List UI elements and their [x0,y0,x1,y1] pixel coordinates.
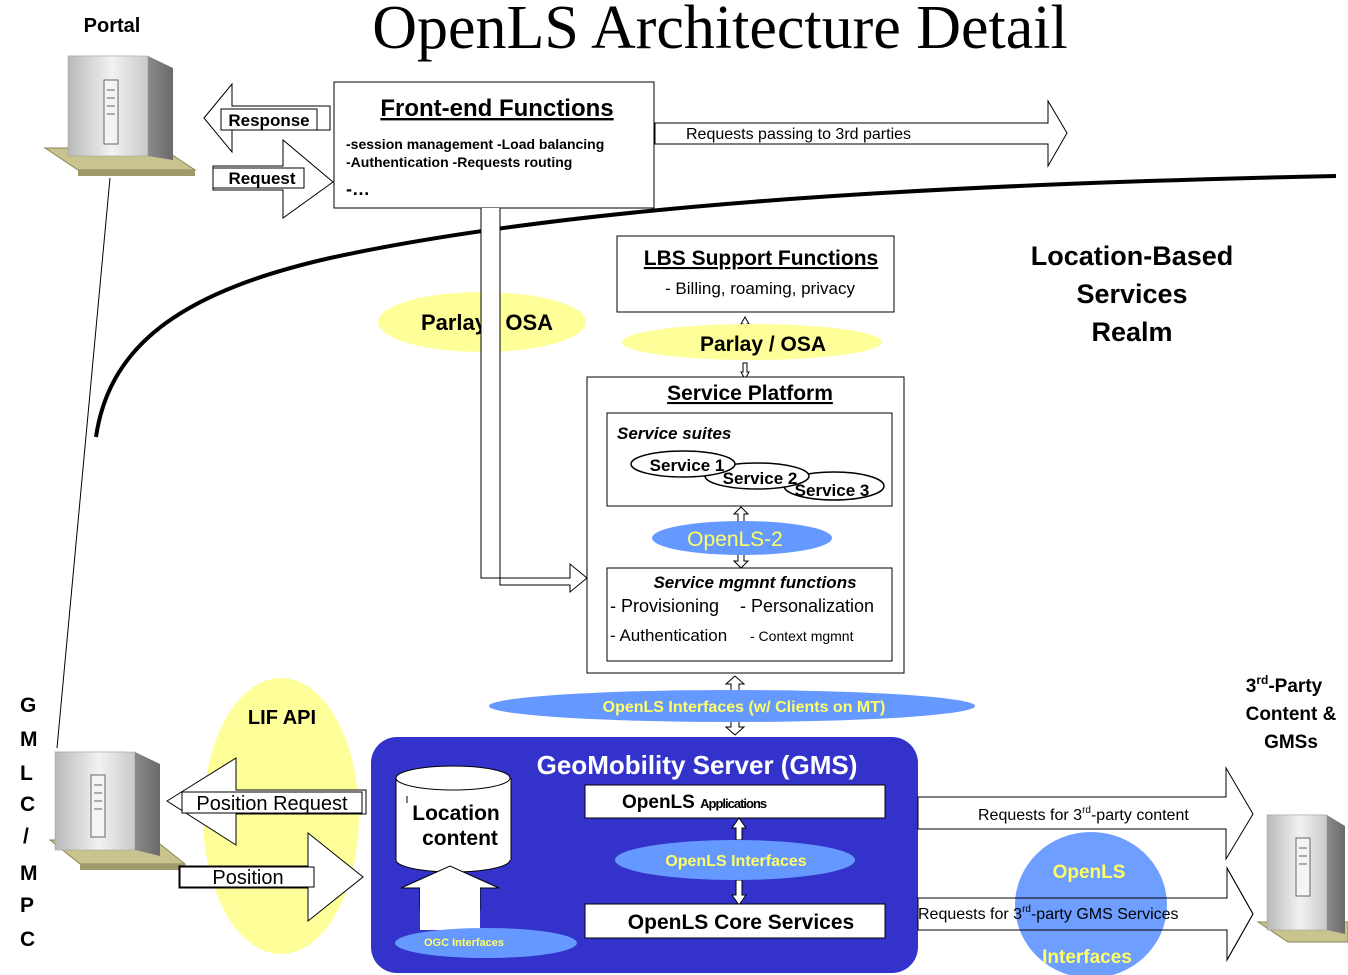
response-label: Response [228,111,309,130]
realm-boundary-curve [94,174,1337,438]
portal-server-icon [43,55,197,176]
service-mgmt-title: Service mgmnt functions [653,573,856,592]
realm-line2: Services [1076,279,1187,309]
position-request-label: Position Request [196,793,348,815]
parlay-osa-right-ellipse [622,324,882,360]
location-content-line1: Location [412,802,500,825]
service-1-ellipse [630,450,736,478]
gmlc-server-icon [48,751,187,870]
parlay-osa-right-label: Parlay / OSA [700,333,826,356]
service-2-label: Service 2 [723,469,798,488]
third-party-openls-top: OpenLS [1053,862,1126,883]
openls-interfaces-clients-ellipse [489,690,975,722]
service-mgmt-box: Service mgmnt functions - Provisioning -… [606,567,893,662]
gms-openls-interfaces-ellipse [615,840,855,880]
portal-gmlc-connector [56,177,111,749]
third-party-openls-bottom: Interfaces [1042,947,1132,968]
position-request-arrow: Position Request [166,757,367,846]
third-party-content-label: Requests for 3rd-party content [978,805,1189,824]
third-party-line1: 3rd-Party [1246,673,1323,697]
gms-internal-connector [731,817,747,906]
authentication-label: - Authentication [610,626,727,645]
position-label: Position [212,867,283,889]
gmlc-mpc-label: G M L C / M P C [20,694,38,951]
third-party-server-icon [1256,814,1348,943]
openls-core-services-label: OpenLS Core Services [628,911,854,934]
gms-box: GeoMobility Server (GMS) Location conten… [371,737,918,973]
openls-core-services-box [584,903,886,939]
third-party-heading: 3rd-Party Content & GMSs [1246,673,1337,753]
frontend-line3: -… [346,179,370,199]
gmlc-letter-6: P [20,894,34,917]
request-arrow: Request [212,138,334,219]
lbs-line: - Billing, roaming, privacy [665,279,855,298]
openls2-label: OpenLS-2 [687,528,783,551]
gms-openls-interfaces-label: OpenLS Interfaces [665,853,806,870]
service-platform-title: Service Platform [667,382,833,405]
frontend-title: Front-end Functions [380,95,613,122]
request-label: Request [228,169,295,188]
service-suites-box: Service suites Service 1 Service 2 Servi… [606,412,893,507]
gmlc-letter-3: C [20,793,35,816]
third-parties-label: Requests passing to 3rd parties [686,126,911,143]
gmlc-letter-0: G [20,694,36,717]
provisioning-label: - Provisioning [610,596,719,616]
gmlc-letter-2: L [20,762,33,785]
third-party-openls-ellipse [1015,832,1167,975]
realm-line3: Realm [1091,317,1172,347]
openls-interfaces-clients-label: OpenLS Interfaces (w/ Clients on MT) [603,699,886,716]
location-content-cylinder: Location content [395,765,512,873]
gmlc-letter-7: C [20,928,35,951]
openls-applications-box [584,784,886,819]
gms-title: GeoMobility Server (GMS) [537,750,858,780]
ogc-interfaces-label: OGC Interfaces [424,937,504,949]
service-1-label: Service 1 [650,456,725,475]
context-label: - Context mgmnt [750,628,854,644]
frontend-functions-box: Front-end Functions -session management … [333,81,655,209]
third-party-content-arrow: Requests for 3rd-party content [917,766,1254,861]
third-party-line2: Content & [1246,704,1337,725]
page-title: OpenLS Architecture Detail [372,0,1068,62]
ogc-interfaces-ellipse [395,928,577,958]
position-arrow: Position [178,831,364,923]
openls2-ellipse [652,521,832,555]
openls-applications-label: OpenLS Applications [622,792,767,813]
gmlc-letter-5: M [20,862,38,885]
service-suites-title: Service suites [617,424,731,443]
lbs-title: LBS Support Functions [644,247,878,270]
third-party-gms-arrow: OpenLS Interfaces Requests for 3rd-party… [917,832,1254,975]
frontend-line1: -session management -Load balancing [346,136,604,152]
response-arrow: Response [203,82,331,154]
third-party-line3: GMSs [1264,732,1318,753]
frontend-line2: -Authentication -Requests routing [346,154,572,170]
lbs-support-box: LBS Support Functions - Billing, roaming… [616,235,895,313]
portal-label: Portal [84,15,141,37]
third-party-gms-label: Requests for 3rd-party GMS Services [918,904,1179,923]
service-3-label: Service 3 [795,481,870,500]
gmlc-letter-1: M [20,728,38,751]
service-platform-box: Service Platform Service suites Service … [586,376,905,674]
location-content-line2: content [422,827,498,850]
third-parties-arrow: Requests passing to 3rd parties [654,99,1068,168]
personalization-label: - Personalization [740,596,874,616]
frontend-to-mgmt-arrow [480,208,588,594]
gmlc-letter-4: / [23,825,29,848]
lif-api-label: LIF API [248,707,316,729]
realm-line1: Location-Based [1031,241,1234,271]
